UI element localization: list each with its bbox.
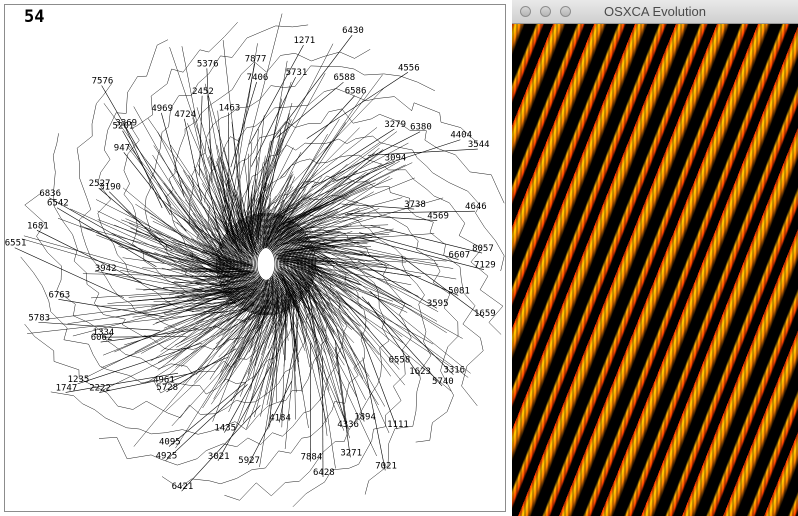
- node-label: 947: [114, 143, 130, 153]
- node-label: 5376: [197, 59, 219, 69]
- basin-graph: 7877 5731 1271 6430 6586 6588 4556 3279 6380 3094…: [5, 13, 505, 507]
- node-label: 6558: [389, 355, 411, 365]
- node-label: 7576: [92, 76, 114, 86]
- node-label: 5740: [432, 377, 454, 387]
- node-label: 1747: [56, 383, 78, 393]
- node-label: 6607: [449, 251, 471, 261]
- node-label: 4646: [465, 202, 487, 212]
- node-label: 1659: [474, 309, 496, 319]
- node-label: 3021: [208, 452, 230, 462]
- node-label: 4556: [398, 63, 420, 73]
- node-label: 6586: [345, 87, 367, 97]
- node-label: 4969: [151, 104, 173, 114]
- node-label: 2527: [89, 179, 111, 189]
- basin-graph-panel: 7877 5731 1271 6430 6586 6588 4556 3279 6380 3094…: [4, 4, 506, 512]
- node-label: 1681: [27, 221, 49, 231]
- node-label: 3942: [95, 264, 117, 274]
- window-titlebar[interactable]: OSXCA Evolution: [512, 0, 798, 24]
- node-label: 6763: [48, 290, 70, 300]
- node-label: 3190: [99, 183, 121, 193]
- node-label: 4925: [156, 452, 178, 462]
- node-label: 2452: [192, 87, 214, 97]
- node-label: 1894: [354, 412, 376, 422]
- node-label: 3738: [404, 200, 426, 210]
- node-label: 3369: [115, 119, 137, 129]
- node-label: 1111: [387, 420, 409, 430]
- node-label: 7877: [245, 55, 267, 65]
- node-label: 6380: [410, 123, 432, 133]
- minimize-button[interactable]: [540, 6, 551, 17]
- node-label: 7021: [375, 461, 397, 471]
- window-title: OSXCA Evolution: [604, 4, 706, 19]
- node-label: 3271: [340, 448, 362, 458]
- node-label: 3595: [427, 299, 449, 309]
- node-label: 4569: [427, 212, 449, 222]
- node-label: 6542: [47, 199, 69, 209]
- node-label: 1271: [293, 36, 315, 46]
- node-label: 5783: [28, 313, 50, 323]
- osxca-evolution-window[interactable]: OSXCA Evolution: [512, 0, 798, 516]
- node-label: 3316: [443, 366, 465, 376]
- zoom-button[interactable]: [560, 6, 571, 17]
- node-label: 6836: [39, 189, 61, 199]
- node-label: 2222: [89, 384, 111, 394]
- node-label: 5081: [448, 286, 470, 296]
- node-label: 1623: [409, 367, 431, 377]
- node-label: 6430: [342, 26, 364, 36]
- node-label: 4095: [159, 437, 181, 447]
- node-label: 7884: [301, 453, 323, 463]
- node-label: 1463: [219, 104, 241, 114]
- node-labels: 7877 5731 1271 6430 6586 6588 4556 3279 6380 3094…: [5, 26, 496, 492]
- node-label: 5728: [156, 383, 178, 393]
- node-label: 6588: [333, 73, 355, 83]
- node-label: 4961: [153, 376, 175, 386]
- node-label: 1235: [68, 375, 90, 385]
- close-button[interactable]: [520, 6, 531, 17]
- node-label: 1334: [93, 328, 115, 338]
- node-label: 3094: [385, 153, 407, 163]
- node-label: 6421: [172, 482, 194, 492]
- node-label: 4404: [450, 131, 472, 141]
- graph-edges: [20, 13, 505, 507]
- node-label: 4724: [174, 110, 196, 120]
- node-label: 4336: [337, 420, 359, 430]
- node-label: 7129: [474, 261, 496, 271]
- node-label: 5201: [113, 122, 135, 132]
- node-label: 6551: [5, 239, 27, 249]
- graph-frame: [4, 4, 506, 512]
- node-label: 3279: [384, 120, 406, 130]
- evolution-canvas: [512, 24, 798, 516]
- node-label: 1435: [214, 424, 236, 434]
- node-label: 6062: [91, 333, 113, 343]
- node-label: 5731: [286, 68, 308, 78]
- node-label: 8057: [472, 244, 494, 254]
- graph-index-label: 54: [24, 7, 45, 27]
- node-label: 6428: [313, 468, 335, 478]
- node-label: 7406: [247, 73, 269, 83]
- node-label: 4184: [269, 413, 291, 423]
- node-label: 5927: [238, 456, 260, 466]
- node-label: 3544: [468, 140, 490, 150]
- attractor-center: [258, 248, 274, 280]
